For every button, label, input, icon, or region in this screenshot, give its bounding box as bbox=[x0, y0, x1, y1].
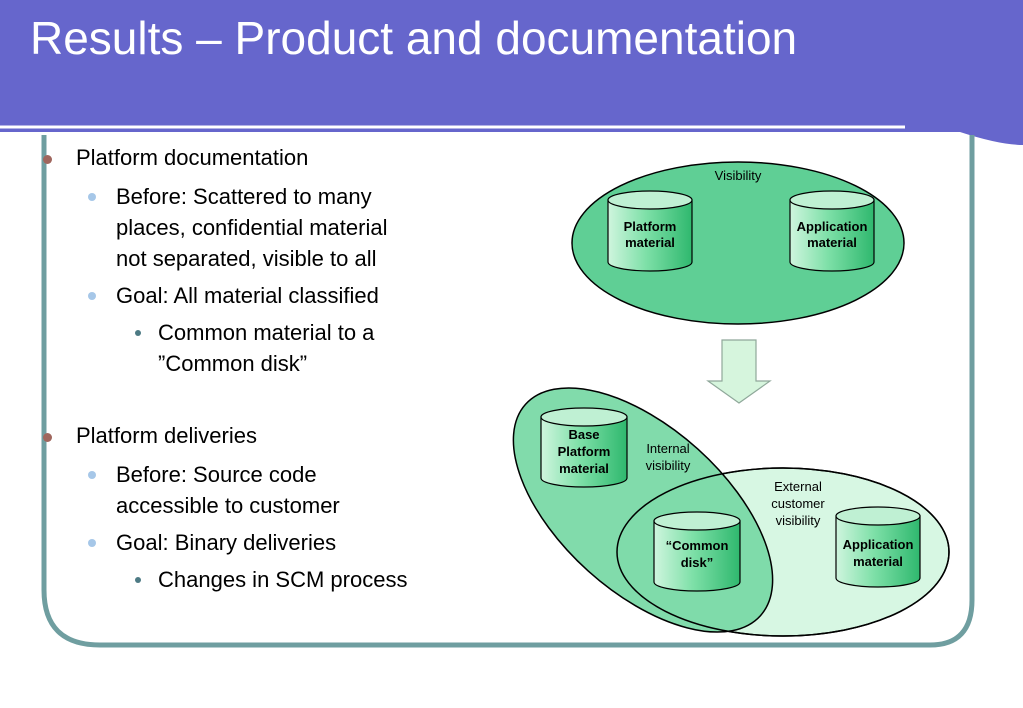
bullet-text: Platform deliveries bbox=[76, 423, 257, 448]
common-disk-label: “Common bbox=[666, 538, 729, 553]
platform-material-label: material bbox=[625, 235, 675, 250]
banner-shape bbox=[0, 0, 1023, 145]
bullet-before-source-code: Before: Source code accessible to custom… bbox=[38, 459, 508, 521]
application-material-label: Application bbox=[843, 537, 914, 552]
application-material-label: material bbox=[807, 235, 857, 250]
application-material-cylinder-top: Application material bbox=[789, 190, 875, 272]
application-material-label: Application bbox=[797, 219, 868, 234]
bullet-text-line: places, confidential material bbox=[116, 215, 388, 240]
bullet-dot bbox=[88, 471, 96, 479]
platform-material-cylinder: Platform material bbox=[607, 190, 693, 272]
bullet-dot bbox=[88, 292, 96, 300]
bullet-dot bbox=[43, 155, 52, 164]
common-disk-label: disk” bbox=[681, 555, 714, 570]
application-material-cylinder-bottom: Application material bbox=[835, 506, 921, 588]
bullet-list: Platform documentation Before: Scattered… bbox=[43, 143, 508, 595]
internal-visibility-label: visibility bbox=[646, 458, 691, 473]
base-platform-material-cylinder: Base Platform material bbox=[540, 407, 628, 488]
external-visibility-label: customer bbox=[771, 496, 825, 511]
title-banner: Results – Product and documentation bbox=[0, 0, 1023, 145]
bullet-text-line: ”Common disk” bbox=[158, 351, 308, 376]
down-arrow-icon bbox=[706, 339, 772, 404]
bullet-text-line: Before: Scattered to many bbox=[116, 184, 372, 209]
external-visibility-outline bbox=[616, 467, 950, 637]
bullet-dot bbox=[88, 193, 96, 201]
base-platform-label: Base bbox=[568, 427, 599, 442]
visibility-label: Visibility bbox=[715, 168, 762, 183]
base-platform-label: Platform bbox=[558, 444, 611, 459]
bullet-text-line: accessible to customer bbox=[116, 493, 340, 518]
external-visibility-label: External bbox=[774, 479, 822, 494]
bullet-before-scattered: Before: Scattered to many places, confid… bbox=[38, 181, 508, 274]
bullet-platform-documentation: Platform documentation bbox=[38, 143, 508, 173]
bullet-text: Goal: All material classified bbox=[116, 283, 379, 308]
bullet-dot bbox=[135, 330, 141, 336]
common-disk-cylinder: “Common disk” bbox=[653, 511, 741, 592]
bullet-dot bbox=[135, 577, 141, 583]
internal-visibility-label: Internal bbox=[646, 441, 689, 456]
bullet-text-line: Before: Source code bbox=[116, 462, 317, 487]
slide-title: Results – Product and documentation bbox=[30, 12, 798, 64]
bullet-goal-binary: Goal: Binary deliveries bbox=[38, 527, 508, 558]
bullet-dot bbox=[43, 433, 52, 442]
bullet-goal-classified: Goal: All material classified bbox=[38, 280, 508, 311]
platform-material-label: Platform bbox=[624, 219, 677, 234]
bullet-text: Goal: Binary deliveries bbox=[116, 530, 337, 555]
bullet-text-line: Common material to a bbox=[158, 320, 375, 345]
external-visibility-label: visibility bbox=[776, 513, 821, 528]
bullet-scm-process: Changes in SCM process bbox=[38, 564, 508, 595]
bullet-platform-deliveries: Platform deliveries bbox=[38, 421, 508, 451]
bullet-text-line: not separated, visible to all bbox=[116, 246, 377, 271]
bullet-text: Platform documentation bbox=[76, 145, 309, 170]
base-platform-label: material bbox=[559, 461, 609, 476]
bullet-text: Changes in SCM process bbox=[158, 567, 408, 592]
application-material-label: material bbox=[853, 554, 903, 569]
bullet-dot bbox=[88, 539, 96, 547]
bullet-common-material: Common material to a ”Common disk” bbox=[38, 317, 508, 379]
